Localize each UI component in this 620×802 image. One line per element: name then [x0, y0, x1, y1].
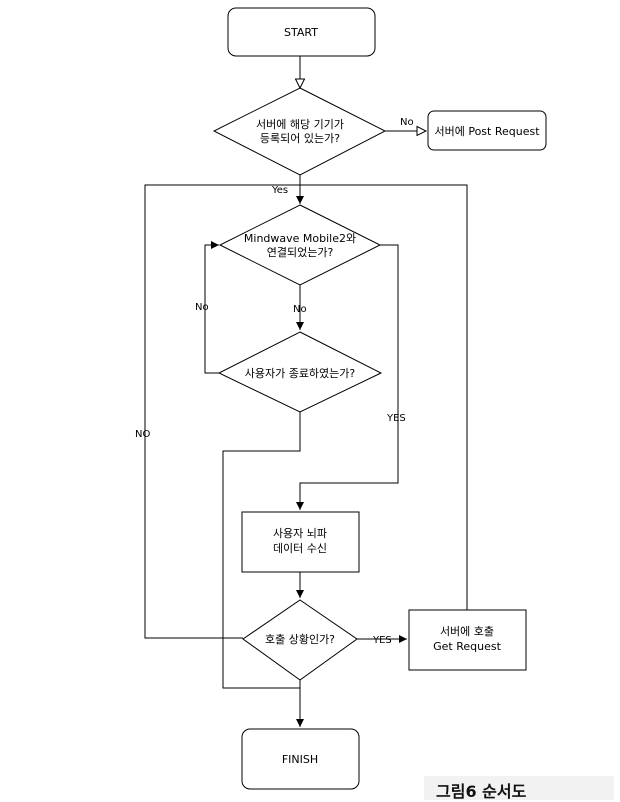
edge-label-connected-no: No — [293, 304, 307, 315]
post-request-label: 서버에 Post Request — [434, 125, 540, 138]
receive-label-2: 데이터 수신 — [273, 542, 327, 555]
figure-caption: 그림6 순서도 — [436, 782, 527, 801]
get-request-label-2: Get Request — [433, 640, 501, 653]
registered-label-2: 등록되어 있는가? — [260, 132, 340, 145]
edge-label-call-no: NO — [135, 429, 150, 440]
registered-label-1: 서버에 해당 기기가 — [256, 117, 344, 131]
call-situation-label: 호출 상황인가? — [265, 633, 335, 646]
post-request-node — [427, 110, 547, 151]
edge-label-loop-no: No — [195, 302, 209, 313]
get-request-label-1: 서버에 호출 — [440, 625, 494, 638]
edge-label-registered-yes: Yes — [271, 185, 288, 196]
user-ended-decision — [217, 331, 383, 413]
edge-connected-yes — [296, 244, 399, 510]
registered-decision — [212, 87, 387, 176]
edge-user-ended-loop — [204, 241, 220, 374]
finish-node — [241, 728, 360, 790]
edge-user-ended-yes — [222, 412, 301, 689]
connected-label-2: 연결되었는가? — [267, 246, 334, 259]
edge-call-no — [144, 184, 300, 639]
call-situation-decision — [242, 599, 358, 681]
connected-decision — [218, 204, 382, 286]
edge-get-request-return — [300, 184, 468, 610]
receive-label-1: 사용자 뇌파 — [273, 527, 327, 540]
start-node — [227, 7, 376, 57]
edge-label-registered-no: No — [400, 117, 414, 128]
finish-label: FINISH — [282, 753, 318, 766]
start-label: START — [284, 26, 318, 39]
get-request-node — [408, 609, 527, 671]
user-ended-label: 사용자가 종료하였는가? — [245, 366, 356, 380]
connected-label-1: Mindwave Mobile2와 — [244, 232, 356, 245]
edge-label-call-yes: YES — [372, 635, 392, 646]
edge-label-connected-yes: YES — [386, 413, 406, 424]
caption-background — [424, 776, 614, 800]
receive-node — [241, 511, 360, 573]
